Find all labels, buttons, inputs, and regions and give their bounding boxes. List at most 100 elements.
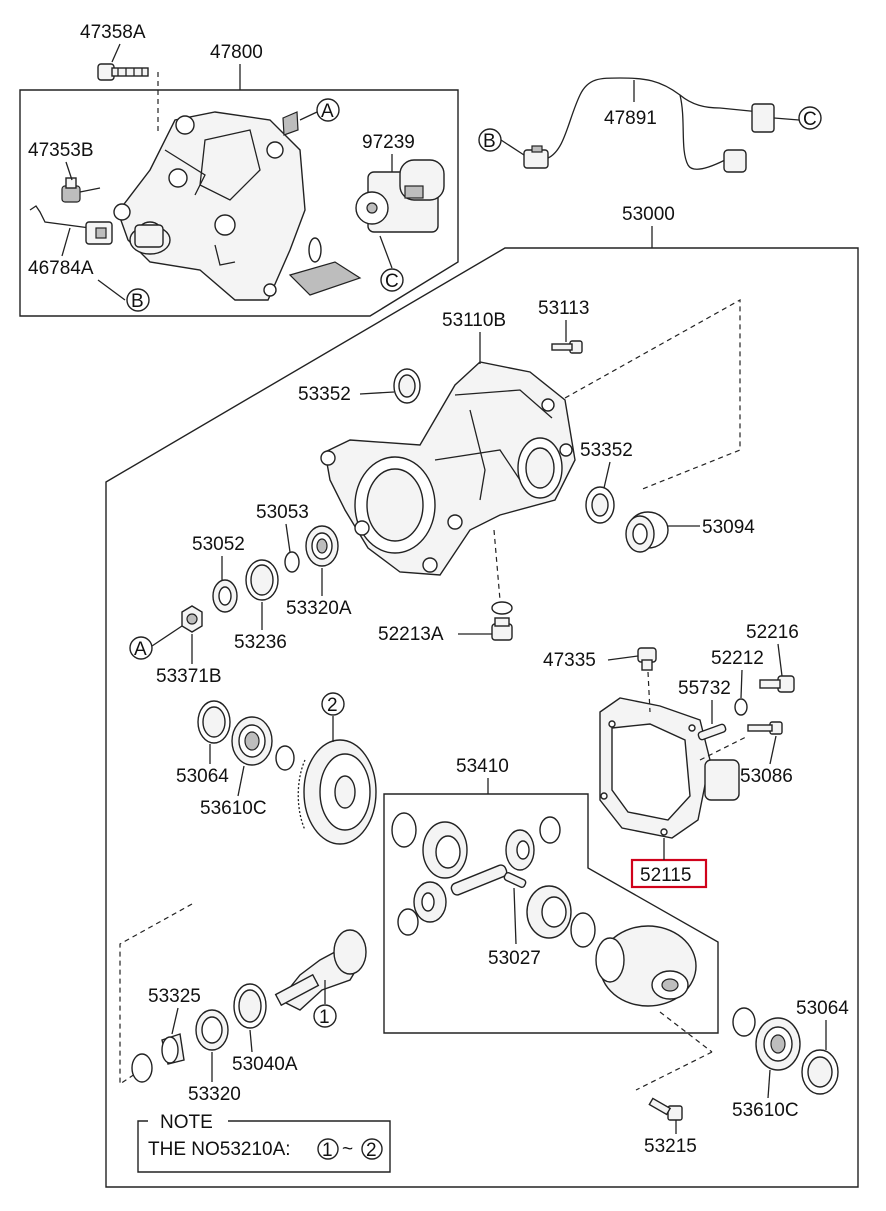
- label-53094: 53094: [702, 517, 755, 538]
- callout-C-bottom: [380, 268, 404, 292]
- pin-53027[interactable]: [503, 872, 527, 889]
- label-53053: 53053: [256, 502, 309, 523]
- label-52216: 52216: [746, 622, 799, 643]
- washer-53052[interactable]: [212, 579, 238, 613]
- callout-B-right-text: B: [483, 131, 496, 152]
- sensor-47353B[interactable]: [61, 177, 101, 203]
- bolt-53086[interactable]: [747, 721, 783, 735]
- label-53610C-right: 53610C: [732, 1100, 799, 1121]
- callout-C-bottom-text: C: [385, 271, 399, 292]
- pinion-gear-bottom[interactable]: [413, 881, 447, 923]
- seal-53352-right[interactable]: [585, 486, 615, 524]
- cover-52115[interactable]: [599, 697, 740, 839]
- bolt-52216[interactable]: [759, 675, 795, 693]
- actuator-97239[interactable]: [355, 159, 445, 233]
- group-frame-47800: [19, 89, 459, 317]
- label-46784A: 46784A: [28, 258, 94, 279]
- label-53113: 53113: [538, 298, 589, 319]
- note-text: THE NO53210A:: [148, 1139, 291, 1160]
- bearing-outer-53064-right[interactable]: [801, 1049, 839, 1095]
- bearing-53320[interactable]: [195, 1009, 229, 1051]
- label-52115: 52115: [640, 865, 691, 886]
- spacer-53236[interactable]: [245, 559, 279, 601]
- pinion-gear-top[interactable]: [505, 829, 535, 871]
- label-47358A: 47358A: [80, 22, 146, 43]
- label-53052: 53052: [192, 534, 245, 555]
- bearing-outer-53064-left[interactable]: [197, 700, 231, 744]
- bearing-53320A[interactable]: [305, 525, 339, 567]
- spacer-53040A[interactable]: [233, 983, 267, 1029]
- side-gear-right[interactable]: [526, 885, 572, 939]
- callout-1-text: 1: [319, 1007, 330, 1028]
- label-53110B: 53110B: [442, 310, 506, 331]
- shim-right[interactable]: [732, 1007, 756, 1037]
- plug-47335[interactable]: [637, 647, 657, 671]
- callout-2: [321, 692, 345, 716]
- highlight-box-52115: [630, 858, 708, 889]
- label-53040A: 53040A: [232, 1054, 298, 1075]
- label-47800: 47800: [210, 42, 263, 63]
- label-53320: 53320: [188, 1084, 241, 1105]
- differential-case[interactable]: [595, 925, 697, 1007]
- callout-2-text: 2: [327, 695, 338, 716]
- callout-B-left: [126, 288, 150, 312]
- bearing-53610C-left[interactable]: [231, 716, 273, 766]
- bolt-47358A[interactable]: [97, 63, 149, 81]
- label-53064-left: 53064: [176, 766, 229, 787]
- seal-bottom-left[interactable]: [131, 1053, 153, 1083]
- callout-A-lower-text: A: [134, 639, 147, 660]
- pin-55732[interactable]: [697, 723, 727, 741]
- bolt-53215[interactable]: [648, 1097, 683, 1121]
- label-53215: 53215: [644, 1136, 697, 1157]
- label-53064-right: 53064: [796, 998, 849, 1019]
- note-tilde: ~: [342, 1139, 353, 1160]
- label-53027: 53027: [488, 948, 541, 969]
- connector-46784A[interactable]: [29, 205, 113, 245]
- note-title: NOTE: [160, 1112, 213, 1133]
- callout-C-right-text: C: [803, 109, 817, 130]
- washer-diff-2[interactable]: [539, 816, 561, 844]
- nut-53371B[interactable]: [181, 605, 203, 633]
- label-53320A: 53320A: [286, 598, 352, 619]
- note-num-1: 1: [322, 1140, 333, 1161]
- label-53371B: 53371B: [156, 666, 222, 687]
- seal-53352-left[interactable]: [393, 368, 421, 404]
- washer-diff-1[interactable]: [391, 812, 417, 848]
- label-52213A: 52213A: [378, 624, 444, 645]
- spacer-53325[interactable]: [161, 1033, 185, 1065]
- label-47891: 47891: [604, 108, 657, 129]
- label-53352-right: 53352: [580, 440, 633, 461]
- flange-53094[interactable]: [625, 511, 669, 553]
- label-47353B: 47353B: [28, 140, 94, 161]
- note-circle-2: [361, 1138, 383, 1160]
- callout-A-top: [316, 98, 340, 122]
- note-num-2: 2: [366, 1140, 377, 1161]
- label-55732: 55732: [678, 678, 731, 699]
- carrier-housing-53110B[interactable]: [320, 361, 576, 576]
- label-47335: 47335: [543, 650, 596, 671]
- side-gear-left[interactable]: [422, 821, 468, 879]
- washer-diff-3[interactable]: [397, 908, 419, 936]
- shim-left[interactable]: [275, 745, 295, 771]
- callout-A-top-text: A: [321, 101, 334, 122]
- pinion-shaft[interactable]: [450, 864, 508, 897]
- wiring-harness-47891[interactable]: [523, 77, 775, 173]
- callout-C-right: [798, 106, 822, 130]
- bearing-53610C-right[interactable]: [755, 1017, 801, 1071]
- callout-A-lower: [129, 636, 153, 660]
- bolt-53113[interactable]: [551, 340, 583, 354]
- group-frame-53000: [105, 247, 859, 1188]
- label-52212: 52212: [711, 648, 764, 669]
- ring-gear[interactable]: [297, 739, 377, 845]
- ring-53053[interactable]: [284, 551, 300, 573]
- group-frame-53410: [383, 793, 719, 1034]
- label-53610C-left: 53610C: [200, 798, 267, 819]
- transfer-case-47800[interactable]: [113, 111, 362, 301]
- ring-52212[interactable]: [734, 698, 748, 716]
- callout-B-left-text: B: [131, 291, 144, 312]
- plug-52213A[interactable]: [491, 601, 513, 641]
- washer-diff-4[interactable]: [570, 912, 596, 948]
- drive-pinion[interactable]: [274, 929, 367, 1011]
- label-53410: 53410: [456, 756, 509, 777]
- note-circle-1: [317, 1138, 339, 1160]
